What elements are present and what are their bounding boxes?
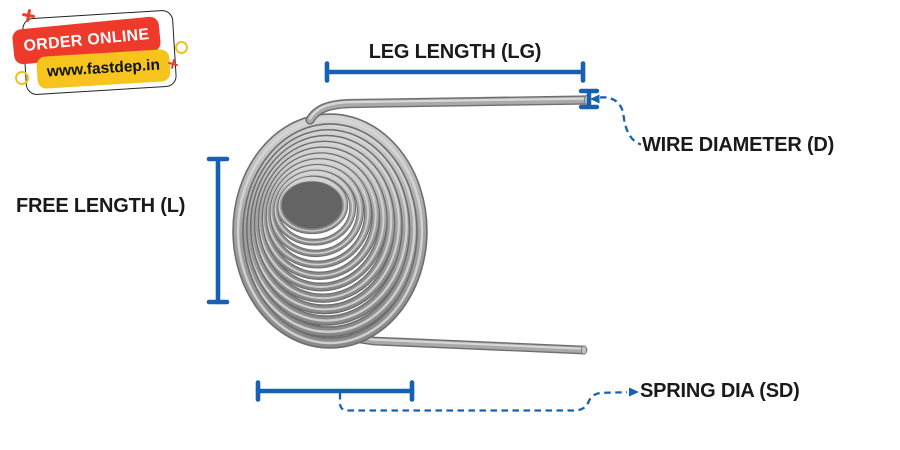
leg-length-dimension-line <box>324 61 586 83</box>
wire-diameter-label: WIRE DIAMETER (D) <box>642 134 835 156</box>
spring-top-leg <box>305 94 591 125</box>
website-text: www.fastdep.in <box>46 56 161 81</box>
circle-outline-icon <box>175 41 188 54</box>
spring-dia-dimension-line <box>255 380 415 402</box>
plus-icon <box>21 8 36 23</box>
plus-icon <box>167 58 179 70</box>
circle-outline-icon <box>15 71 29 85</box>
spring-dia-leader-line <box>338 387 639 412</box>
promo-badge: ORDER ONLINE www.fastdep.in <box>0 0 215 110</box>
left-arrow-icon <box>590 94 600 104</box>
right-arrow-icon <box>629 387 639 397</box>
free-length-label: FREE LENGTH (L) <box>16 195 186 217</box>
spring-dia-label: SPRING DIA (SD) <box>640 380 800 402</box>
free-length-dimension-line <box>206 156 230 305</box>
torsion-spring-image <box>232 94 591 355</box>
coil-bore <box>276 176 348 234</box>
wire-diameter-marker <box>578 88 600 110</box>
leg-length-label: LEG LENGTH (LG) <box>368 41 542 63</box>
wire-diameter-leader-line <box>590 94 642 146</box>
coil-turns <box>232 113 428 349</box>
